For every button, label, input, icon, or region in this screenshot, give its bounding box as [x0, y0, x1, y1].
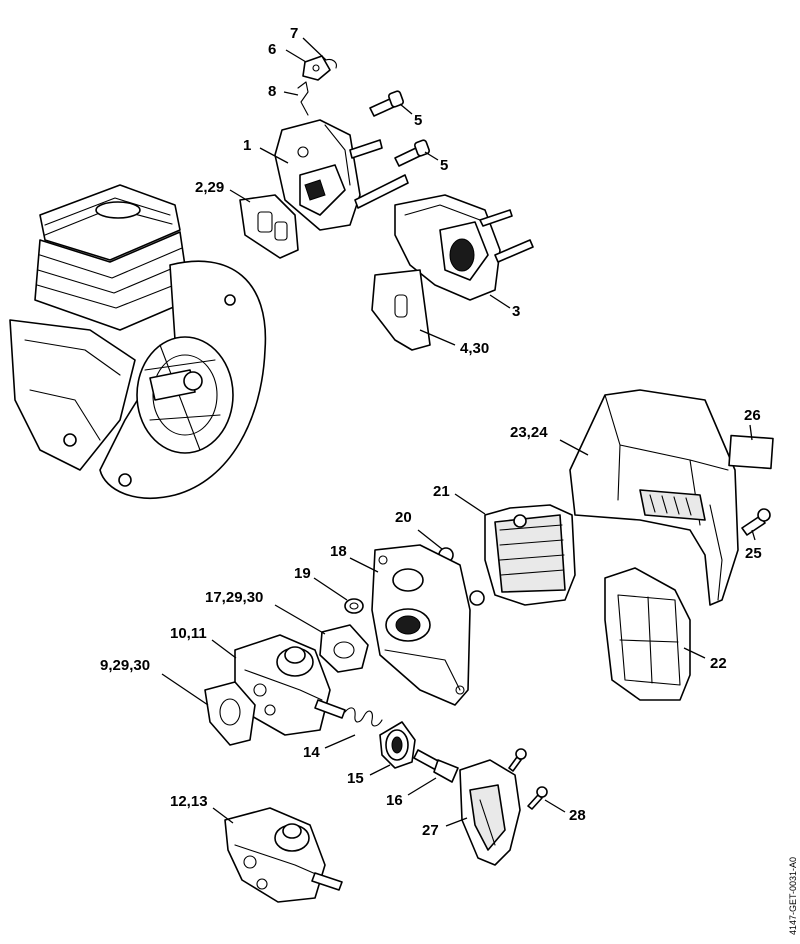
part-18-base-plate [371, 544, 471, 706]
part-4-30-gasket [371, 269, 431, 351]
callout-22: 22 [710, 655, 727, 672]
part-16-choke-shaft [413, 749, 459, 783]
callout-14: 14 [303, 744, 320, 761]
callout-5-upper: 5 [414, 112, 422, 129]
leader-lines [161, 37, 756, 827]
callout-3: 3 [512, 303, 520, 320]
callout-8: 8 [268, 83, 276, 100]
part-2-29-gasket [239, 194, 299, 259]
part-25-screw [741, 508, 771, 536]
callout-25: 25 [745, 545, 762, 562]
part-9-29-30-gasket [204, 681, 256, 746]
callout-2-29: 2,29 [195, 179, 224, 196]
callout-6: 6 [268, 41, 276, 58]
callout-10-11: 10,11 [170, 625, 207, 642]
part-28-screw [508, 748, 548, 810]
part-7-ring [325, 58, 337, 69]
part-22-filter-frame [604, 567, 691, 701]
callout-19: 19 [294, 565, 311, 582]
part-5-screw-lower [394, 139, 430, 167]
callout-12-13: 12,13 [170, 793, 208, 810]
callout-1: 1 [243, 137, 251, 154]
callout-17-29-30: 17,29,30 [205, 589, 263, 606]
callout-18: 18 [330, 543, 347, 560]
document-id: 4147-GET-0031-A0 [788, 857, 798, 935]
part-27-lever [459, 759, 521, 866]
part-21-air-filter [484, 504, 576, 606]
part-1-manifold-flange [274, 119, 409, 231]
part-26-label [728, 434, 774, 470]
callout-23-24: 23,24 [510, 424, 548, 441]
part-23-24-air-filter-cover [569, 389, 739, 606]
part-3-carburetor-mount [394, 194, 534, 301]
part-8-spring [297, 81, 309, 116]
callout-9-29-30: 9,29,30 [100, 657, 150, 674]
part-5-screw-upper [369, 90, 404, 117]
callout-15: 15 [347, 770, 364, 787]
part-15-sleeve [379, 721, 416, 769]
callout-27: 27 [422, 822, 439, 839]
part-12-13-carburetor [224, 807, 343, 903]
callout-labels: 1 2,29 3 4,30 5 5 6 7 8 9,29,30 10,11 12… [100, 25, 762, 839]
callout-20: 20 [395, 509, 412, 526]
part-17-29-30-gasket [319, 624, 369, 673]
callout-5-lower: 5 [440, 157, 448, 174]
callout-21: 21 [433, 483, 450, 500]
callout-7: 7 [290, 25, 298, 42]
callout-16: 16 [386, 792, 403, 809]
part-10-11-carburetor [234, 634, 346, 736]
callout-28: 28 [569, 807, 586, 824]
engine-crankcase-illustration [9, 184, 267, 499]
callout-4-30: 4,30 [460, 340, 489, 357]
part-6-clip [302, 55, 331, 81]
callout-26: 26 [744, 407, 761, 424]
part-14-spring [344, 707, 383, 727]
part-20-nut [438, 547, 485, 606]
part-19-grommet [344, 598, 364, 614]
